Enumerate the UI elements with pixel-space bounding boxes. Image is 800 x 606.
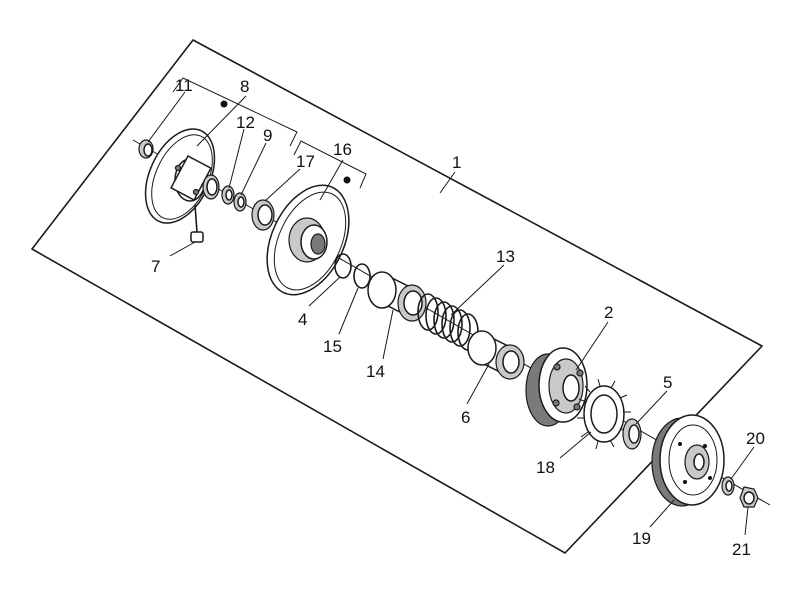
part-21-nut xyxy=(739,486,759,508)
part-4-o-ring xyxy=(334,253,352,279)
part-20-washer xyxy=(721,476,735,496)
part-14-sleeve xyxy=(367,271,427,322)
part-16-movable-sheave xyxy=(266,184,350,296)
bracket-group-16 xyxy=(293,140,367,189)
assembly-outline xyxy=(30,38,764,555)
part-9-washer xyxy=(233,192,247,212)
part-15-o-ring xyxy=(353,263,371,289)
label-16: 16 xyxy=(333,140,352,159)
label-20: 20 xyxy=(746,429,765,448)
label-12: 12 xyxy=(236,113,255,132)
part-11-collar xyxy=(138,139,154,159)
label-13: 13 xyxy=(496,247,515,266)
label-8: 8 xyxy=(240,77,249,96)
label-4: 4 xyxy=(298,310,307,329)
part-12-washer xyxy=(221,185,235,205)
part-6-collar xyxy=(467,330,525,380)
label-1: 1 xyxy=(452,153,461,172)
label-15: 15 xyxy=(323,337,342,356)
part-19-clutch-drum xyxy=(651,414,725,507)
label-19: 19 xyxy=(632,529,651,548)
label-7: 7 xyxy=(151,257,160,276)
label-14: 14 xyxy=(366,362,385,381)
leader-lines xyxy=(147,91,755,536)
part-8-sheave xyxy=(144,128,220,224)
label-6: 6 xyxy=(461,408,470,427)
part-18-star-clip xyxy=(577,378,631,450)
bracket-group-8 xyxy=(172,77,298,147)
part-13-spring xyxy=(417,293,479,351)
label-2: 2 xyxy=(604,303,613,322)
part-17-bearing xyxy=(251,199,275,231)
part-7-bolt xyxy=(190,204,204,243)
label-11: 11 xyxy=(175,76,193,95)
part-labels: 11 8 12 9 17 16 1 7 4 15 14 13 6 2 18 5 … xyxy=(151,76,765,559)
label-5: 5 xyxy=(663,373,672,392)
part-5-washer xyxy=(622,418,642,450)
label-18: 18 xyxy=(536,458,555,477)
label-17: 17 xyxy=(296,152,315,171)
part-2-clutch xyxy=(525,347,588,427)
label-21: 21 xyxy=(732,540,751,559)
label-9: 9 xyxy=(263,126,272,145)
